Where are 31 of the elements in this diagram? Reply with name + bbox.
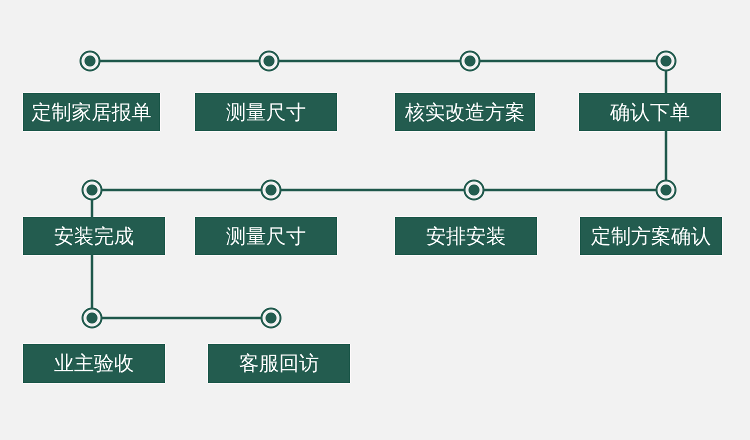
step-box: 安排安装: [395, 217, 537, 255]
step-box: 定制方案确认: [580, 217, 722, 255]
circle-marker: [655, 50, 677, 72]
circle-marker: [459, 50, 481, 72]
step-box: 测量尺寸: [195, 217, 337, 255]
connector-line: [281, 188, 464, 192]
connector-line: [480, 60, 656, 62]
step-box: 业主验收: [23, 344, 165, 383]
step-box: 客服回访: [208, 344, 350, 383]
circle-marker: [260, 179, 282, 201]
step-box: 确认下单: [579, 93, 721, 131]
circle-marker: [655, 179, 677, 201]
circle-marker: [258, 50, 280, 72]
connector-line: [90, 200, 94, 217]
connector-line: [664, 71, 668, 93]
connector-line: [90, 255, 94, 308]
connector-line: [664, 131, 668, 180]
circle-marker: [81, 179, 103, 201]
circle-marker: [81, 307, 103, 329]
connector-line: [484, 188, 656, 192]
connector-line: [102, 316, 261, 320]
step-box: 核实改造方案: [395, 93, 535, 131]
connector-line: [279, 60, 460, 62]
circle-marker: [79, 50, 101, 72]
step-box: 定制家居报单: [23, 93, 160, 131]
step-box: 测量尺寸: [195, 93, 337, 131]
connector-line: [100, 60, 259, 62]
connector-line: [102, 188, 261, 192]
circle-marker: [260, 307, 282, 329]
circle-marker: [463, 179, 485, 201]
step-box: 安装完成: [23, 217, 165, 255]
